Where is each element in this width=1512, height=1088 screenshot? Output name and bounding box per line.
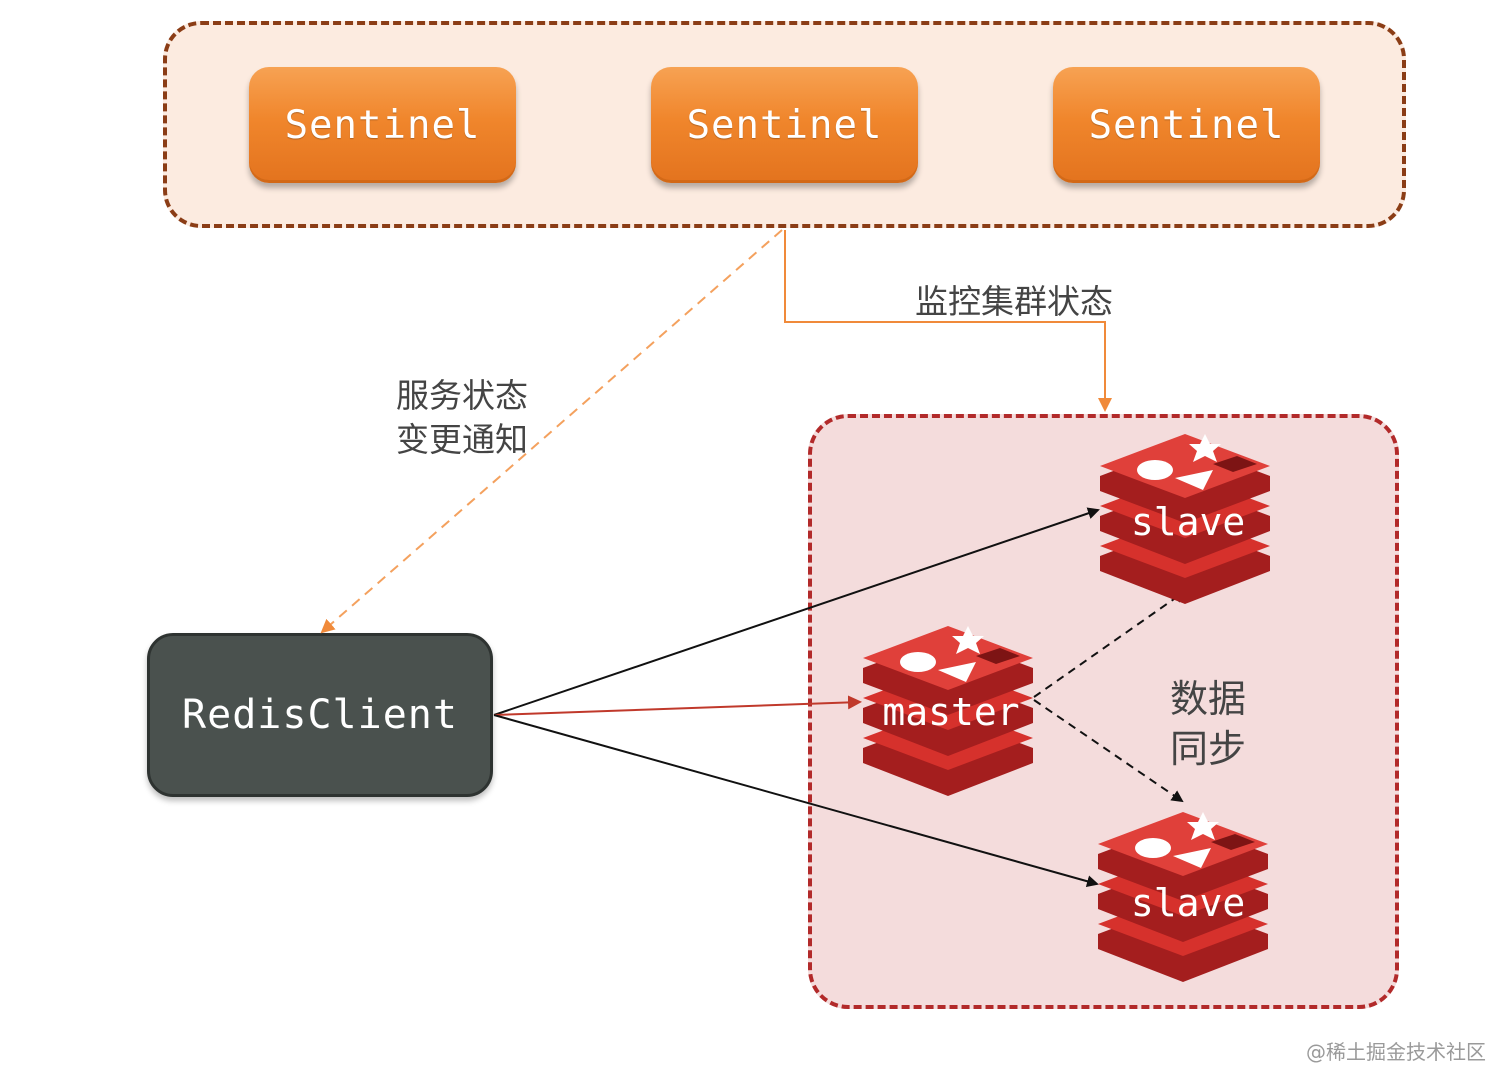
notify-client-arrow — [320, 229, 783, 634]
sync-label-line2: 同步 — [1170, 727, 1247, 771]
sync-label-line1: 数据 — [1170, 677, 1247, 721]
master-node: master — [863, 626, 1033, 796]
notify-label-line1: 服务状态 — [396, 376, 528, 415]
client-to-slave-bottom-arrow — [493, 714, 1099, 888]
sync-to-slave-bottom-arrow — [1033, 699, 1184, 803]
watermark: @稀土掘金技术社区 — [1306, 1040, 1486, 1064]
slave-top-label: slave — [1131, 500, 1245, 544]
slave-top-node: slave — [1100, 434, 1270, 604]
client-to-master-arrow — [493, 695, 862, 716]
master-label: master — [882, 690, 1019, 734]
notify-label-line2: 变更通知 — [396, 420, 528, 459]
redis-client-box: RedisClient — [147, 633, 493, 797]
sentinel-node-3: Sentinel — [1053, 67, 1320, 183]
sync-to-slave-top-arrow — [1033, 590, 1186, 698]
slave-bottom-node: slave — [1098, 812, 1268, 982]
client-to-slave-top-arrow — [493, 507, 1100, 716]
slave-bottom-label: slave — [1131, 881, 1245, 925]
monitor-cluster-arrow — [784, 230, 1112, 412]
sentinel-node-2: Sentinel — [651, 67, 918, 183]
monitor-cluster-label: 监控集群状态 — [915, 282, 1113, 321]
sentinel-node-1: Sentinel — [249, 67, 516, 183]
